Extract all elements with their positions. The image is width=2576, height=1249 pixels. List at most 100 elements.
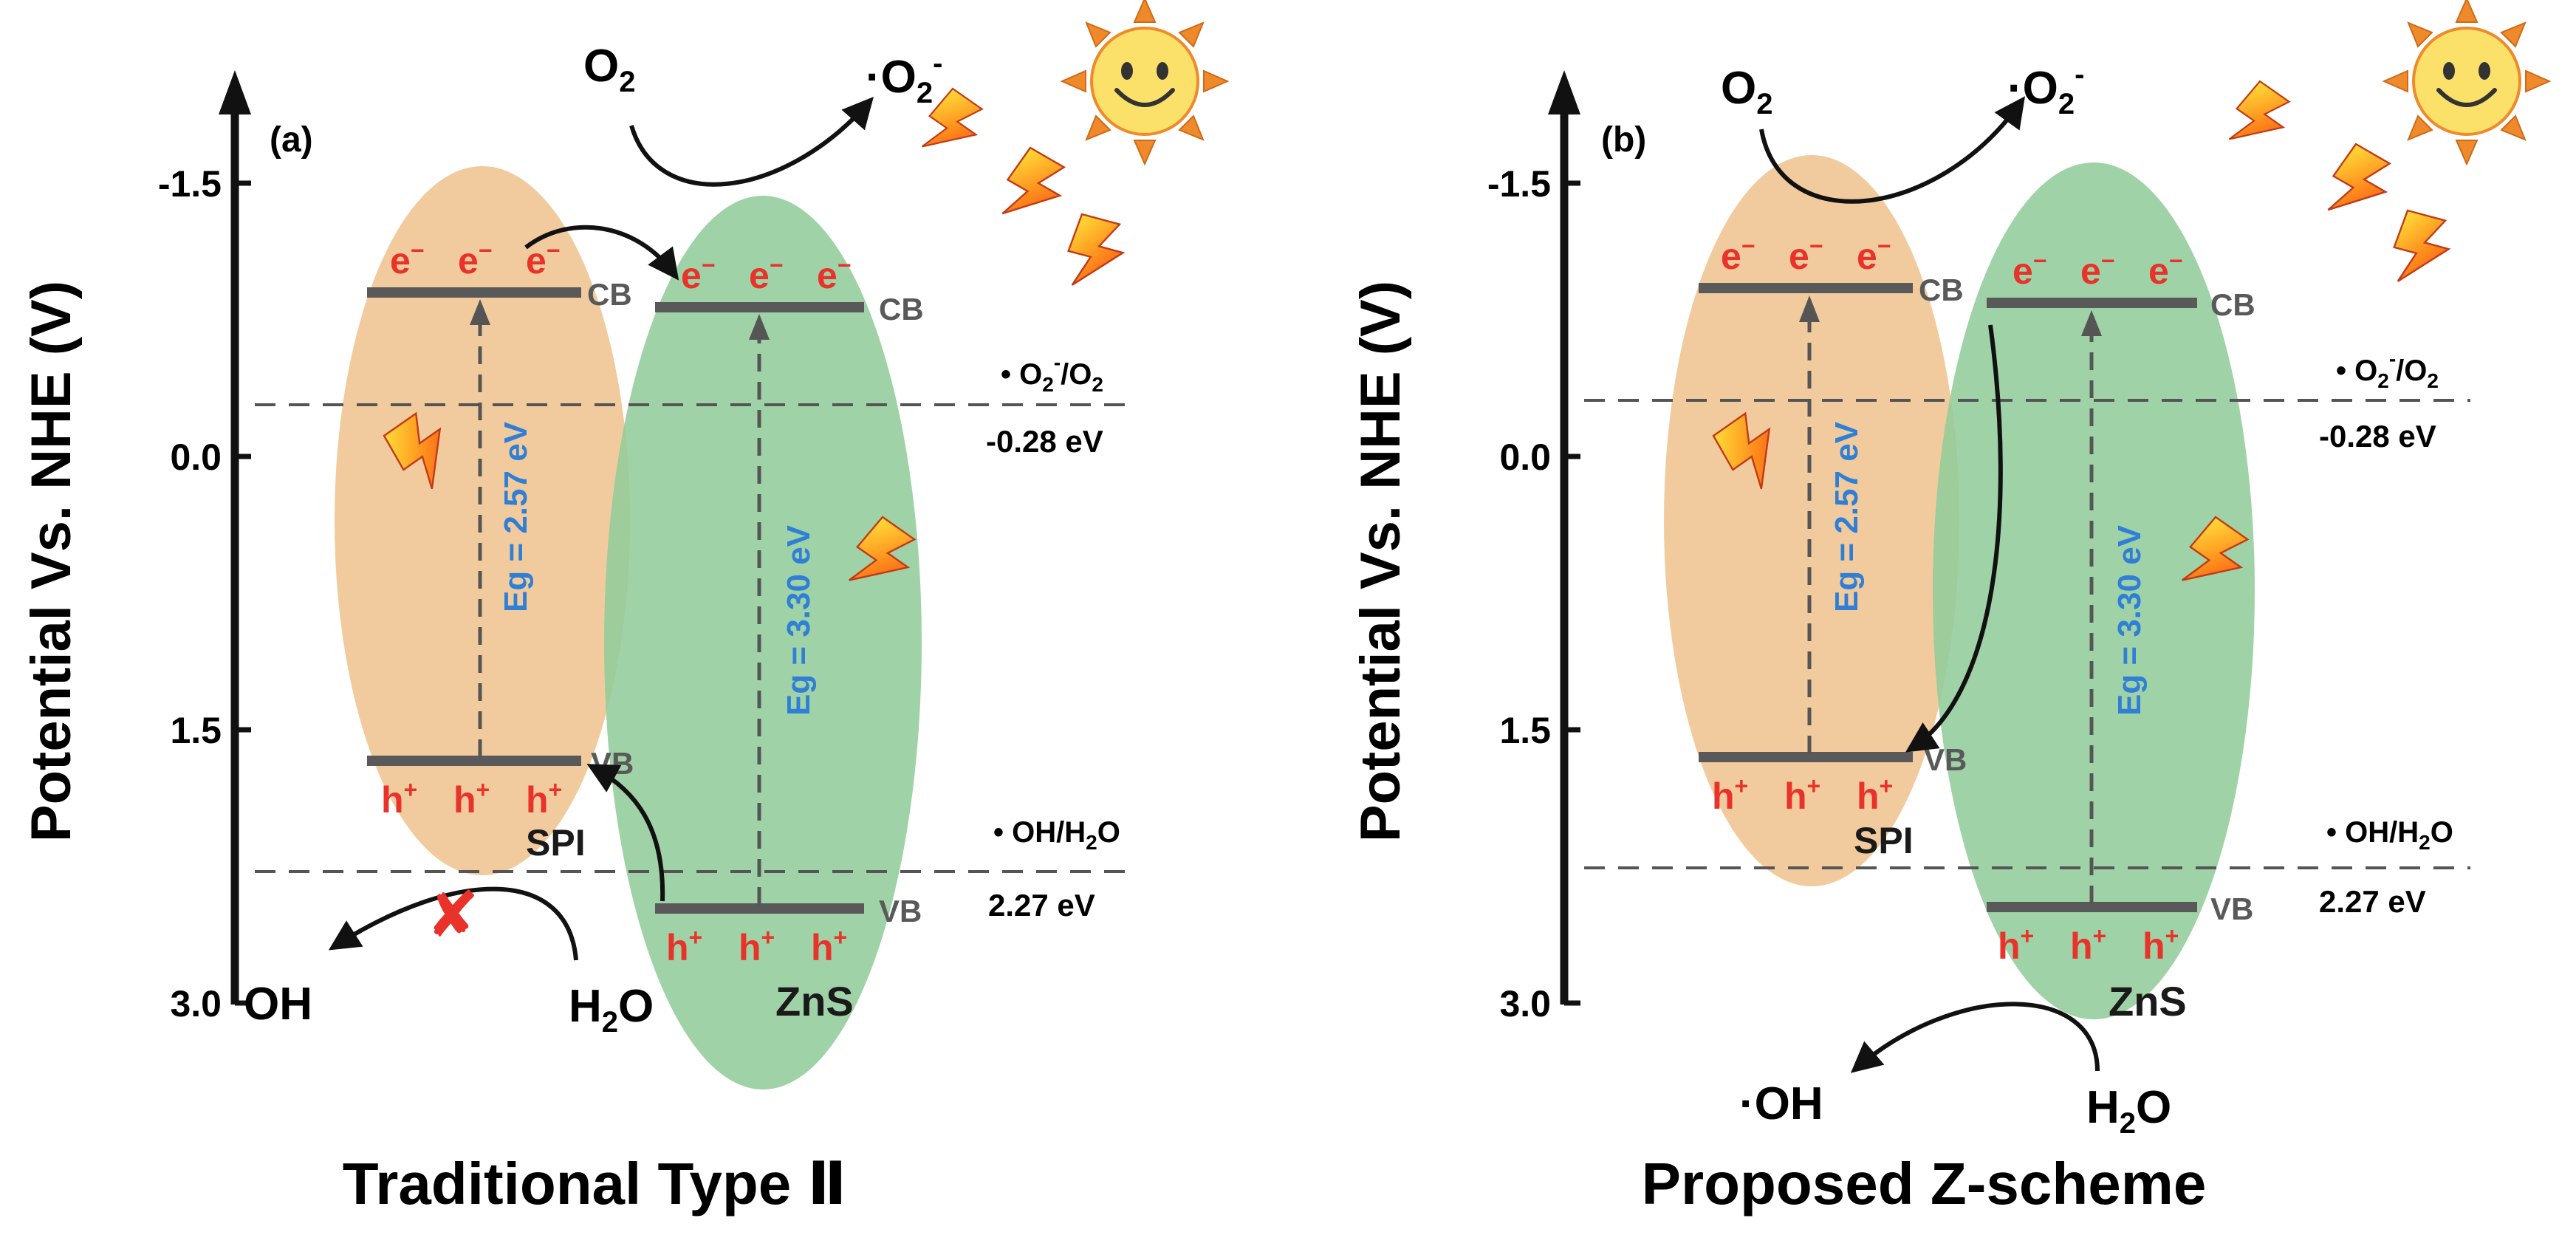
- lightning-icon: [990, 145, 1075, 235]
- potential-axis: -1.5 0.0 1.5 3.0 Potential Vs. NHE (V): [20, 70, 251, 1024]
- superoxide-reference-value: -0.28 eV: [986, 424, 1103, 459]
- svg-text:h+: h+: [2142, 923, 2179, 967]
- tick-label: 0.0: [1499, 437, 1551, 478]
- lightning-icon: [2385, 208, 2457, 293]
- zns-vb-label: VB: [2210, 892, 2253, 926]
- tick-label: 1.5: [1499, 710, 1551, 751]
- spi-holes: h+ h+ h+: [381, 776, 562, 821]
- panel-b: -1.5 0.0 1.5 3.0 Potential Vs. NHE (V) (…: [1349, 0, 2552, 1217]
- panel-tag: (a): [270, 120, 313, 160]
- svg-text:e−: e−: [1857, 233, 1891, 277]
- oxygen-reduction-arrow: [1759, 96, 2026, 204]
- zns-cb-label: CB: [2210, 287, 2255, 322]
- hole-transfer-arrow: [586, 764, 665, 902]
- potential-axis: -1.5 0.0 1.5 3.0 Potential Vs. NHE (V): [1349, 70, 1580, 1024]
- panel-a: -1.5 0.0 1.5 3.0 Potential Vs. NHE (V) (…: [20, 0, 1230, 1217]
- water-label: H2O: [2086, 1082, 2171, 1140]
- zns-holes: h+ h+ h+: [1998, 923, 2179, 967]
- tick-label: 0.0: [170, 437, 222, 478]
- oxygen-label: O2: [1721, 63, 1772, 120]
- spi-holes: h+ h+ h+: [1712, 773, 1893, 817]
- axis-label: Potential Vs. NHE (V): [1349, 281, 1412, 842]
- lightning-icon: [2219, 78, 2298, 162]
- hydroxyl-reference-label: • OH/H2O: [2326, 816, 2453, 854]
- water-oxidation-arrow: [1850, 1002, 2100, 1073]
- spi-name: SPI: [526, 822, 586, 863]
- oxygen-label: O2: [583, 41, 635, 98]
- svg-text:h+: h+: [1857, 773, 1893, 817]
- tick-label: 3.0: [1499, 983, 1551, 1024]
- spi-band-gap-label: Eg = 2.57 eV: [1829, 421, 1865, 612]
- svg-text:e−: e−: [749, 252, 784, 296]
- svg-text:e−: e−: [681, 252, 716, 296]
- svg-text:e−: e−: [1721, 233, 1755, 277]
- z-scheme-recombination-arrow: [1905, 324, 2003, 753]
- hydroxyl-reference-value: 2.27 eV: [988, 888, 1095, 923]
- zns-name: ZnS: [2109, 978, 2187, 1024]
- tick-label: -1.5: [1487, 163, 1551, 205]
- zns-electrons: e− e− e−: [2012, 247, 2183, 292]
- panel-title: Proposed Z-scheme: [1642, 1151, 2207, 1217]
- svg-text:h+: h+: [666, 924, 702, 968]
- spi-electrons: e− e− e−: [390, 237, 561, 281]
- water-oxidation-arrow: [328, 886, 578, 961]
- superoxide-label: ·O2-: [866, 47, 942, 109]
- panel-tag: (b): [1601, 120, 1646, 160]
- sun-icon: [2382, 0, 2552, 166]
- tick-label: 3.0: [170, 983, 222, 1024]
- lightning-icon: [2316, 141, 2400, 231]
- zns-band-gap-label: Eg = 3.30 eV: [2111, 524, 2148, 716]
- svg-text:e−: e−: [458, 237, 493, 281]
- zns-cb-label: CB: [879, 292, 924, 326]
- spi-vb-label: VB: [1924, 742, 1967, 777]
- sun-icon: [1060, 0, 1230, 166]
- svg-text:h+: h+: [1998, 923, 2034, 967]
- svg-text:h+: h+: [526, 776, 562, 821]
- spi-cb-label: CB: [587, 277, 632, 312]
- svg-text:e−: e−: [2012, 247, 2047, 292]
- svg-text:h+: h+: [811, 924, 847, 968]
- blocked-reaction-mark: ✘: [426, 880, 479, 951]
- svg-text:h+: h+: [1712, 773, 1748, 817]
- svg-text:e−: e−: [2080, 247, 2115, 292]
- zns-ellipse: [604, 196, 922, 1089]
- superoxide-reference-value: -0.28 eV: [2319, 419, 2436, 454]
- oxygen-reduction-arrow: [629, 97, 874, 187]
- hydroxyl-product-label: OH: [244, 979, 312, 1030]
- panel-title: Traditional Type Ⅱ: [343, 1151, 846, 1217]
- svg-text:h+: h+: [381, 776, 417, 821]
- spi-vb-label: VB: [591, 746, 634, 781]
- svg-text:e−: e−: [1789, 233, 1823, 277]
- hydroxyl-reference-value: 2.27 eV: [2319, 884, 2426, 919]
- superoxide-reference-label: • O2-/O2: [1001, 351, 1103, 396]
- zns-band-gap-label: Eg = 3.30 eV: [781, 524, 817, 716]
- electron-transfer-arrow: [524, 225, 679, 281]
- svg-text:e−: e−: [390, 237, 425, 281]
- water-label: H2O: [569, 981, 654, 1038]
- lightning-icon: [1059, 212, 1131, 297]
- svg-text:h+: h+: [1784, 773, 1820, 817]
- zns-electrons: e− e− e−: [681, 252, 852, 296]
- spi-ellipse: [335, 166, 630, 875]
- tick-label: 1.5: [170, 710, 222, 751]
- spi-cb-label: CB: [1919, 273, 1964, 307]
- zns-ellipse: [1933, 162, 2255, 1019]
- tick-label: -1.5: [158, 163, 222, 205]
- hydroxyl-reference-label: • OH/H2O: [993, 816, 1120, 854]
- spi-electrons: e− e− e−: [1721, 233, 1891, 277]
- zns-name: ZnS: [775, 978, 854, 1024]
- zns-vb-label: VB: [879, 894, 922, 928]
- svg-text:h+: h+: [739, 924, 775, 968]
- superoxide-reference-label: • O2-/O2: [2336, 347, 2439, 392]
- svg-text:e−: e−: [2148, 247, 2183, 292]
- hydroxyl-product-label: ·OH: [1739, 1078, 1823, 1129]
- svg-text:e−: e−: [817, 252, 852, 296]
- svg-text:h+: h+: [2070, 923, 2106, 967]
- spi-ellipse: [1664, 155, 1959, 886]
- svg-text:h+: h+: [453, 776, 490, 821]
- axis-label: Potential Vs. NHE (V): [20, 281, 83, 842]
- zns-holes: h+ h+ h+: [666, 924, 847, 968]
- spi-band-gap-label: Eg = 2.57 eV: [498, 421, 534, 612]
- spi-name: SPI: [1854, 820, 1914, 861]
- superoxide-label: ·O2-: [2007, 58, 2084, 120]
